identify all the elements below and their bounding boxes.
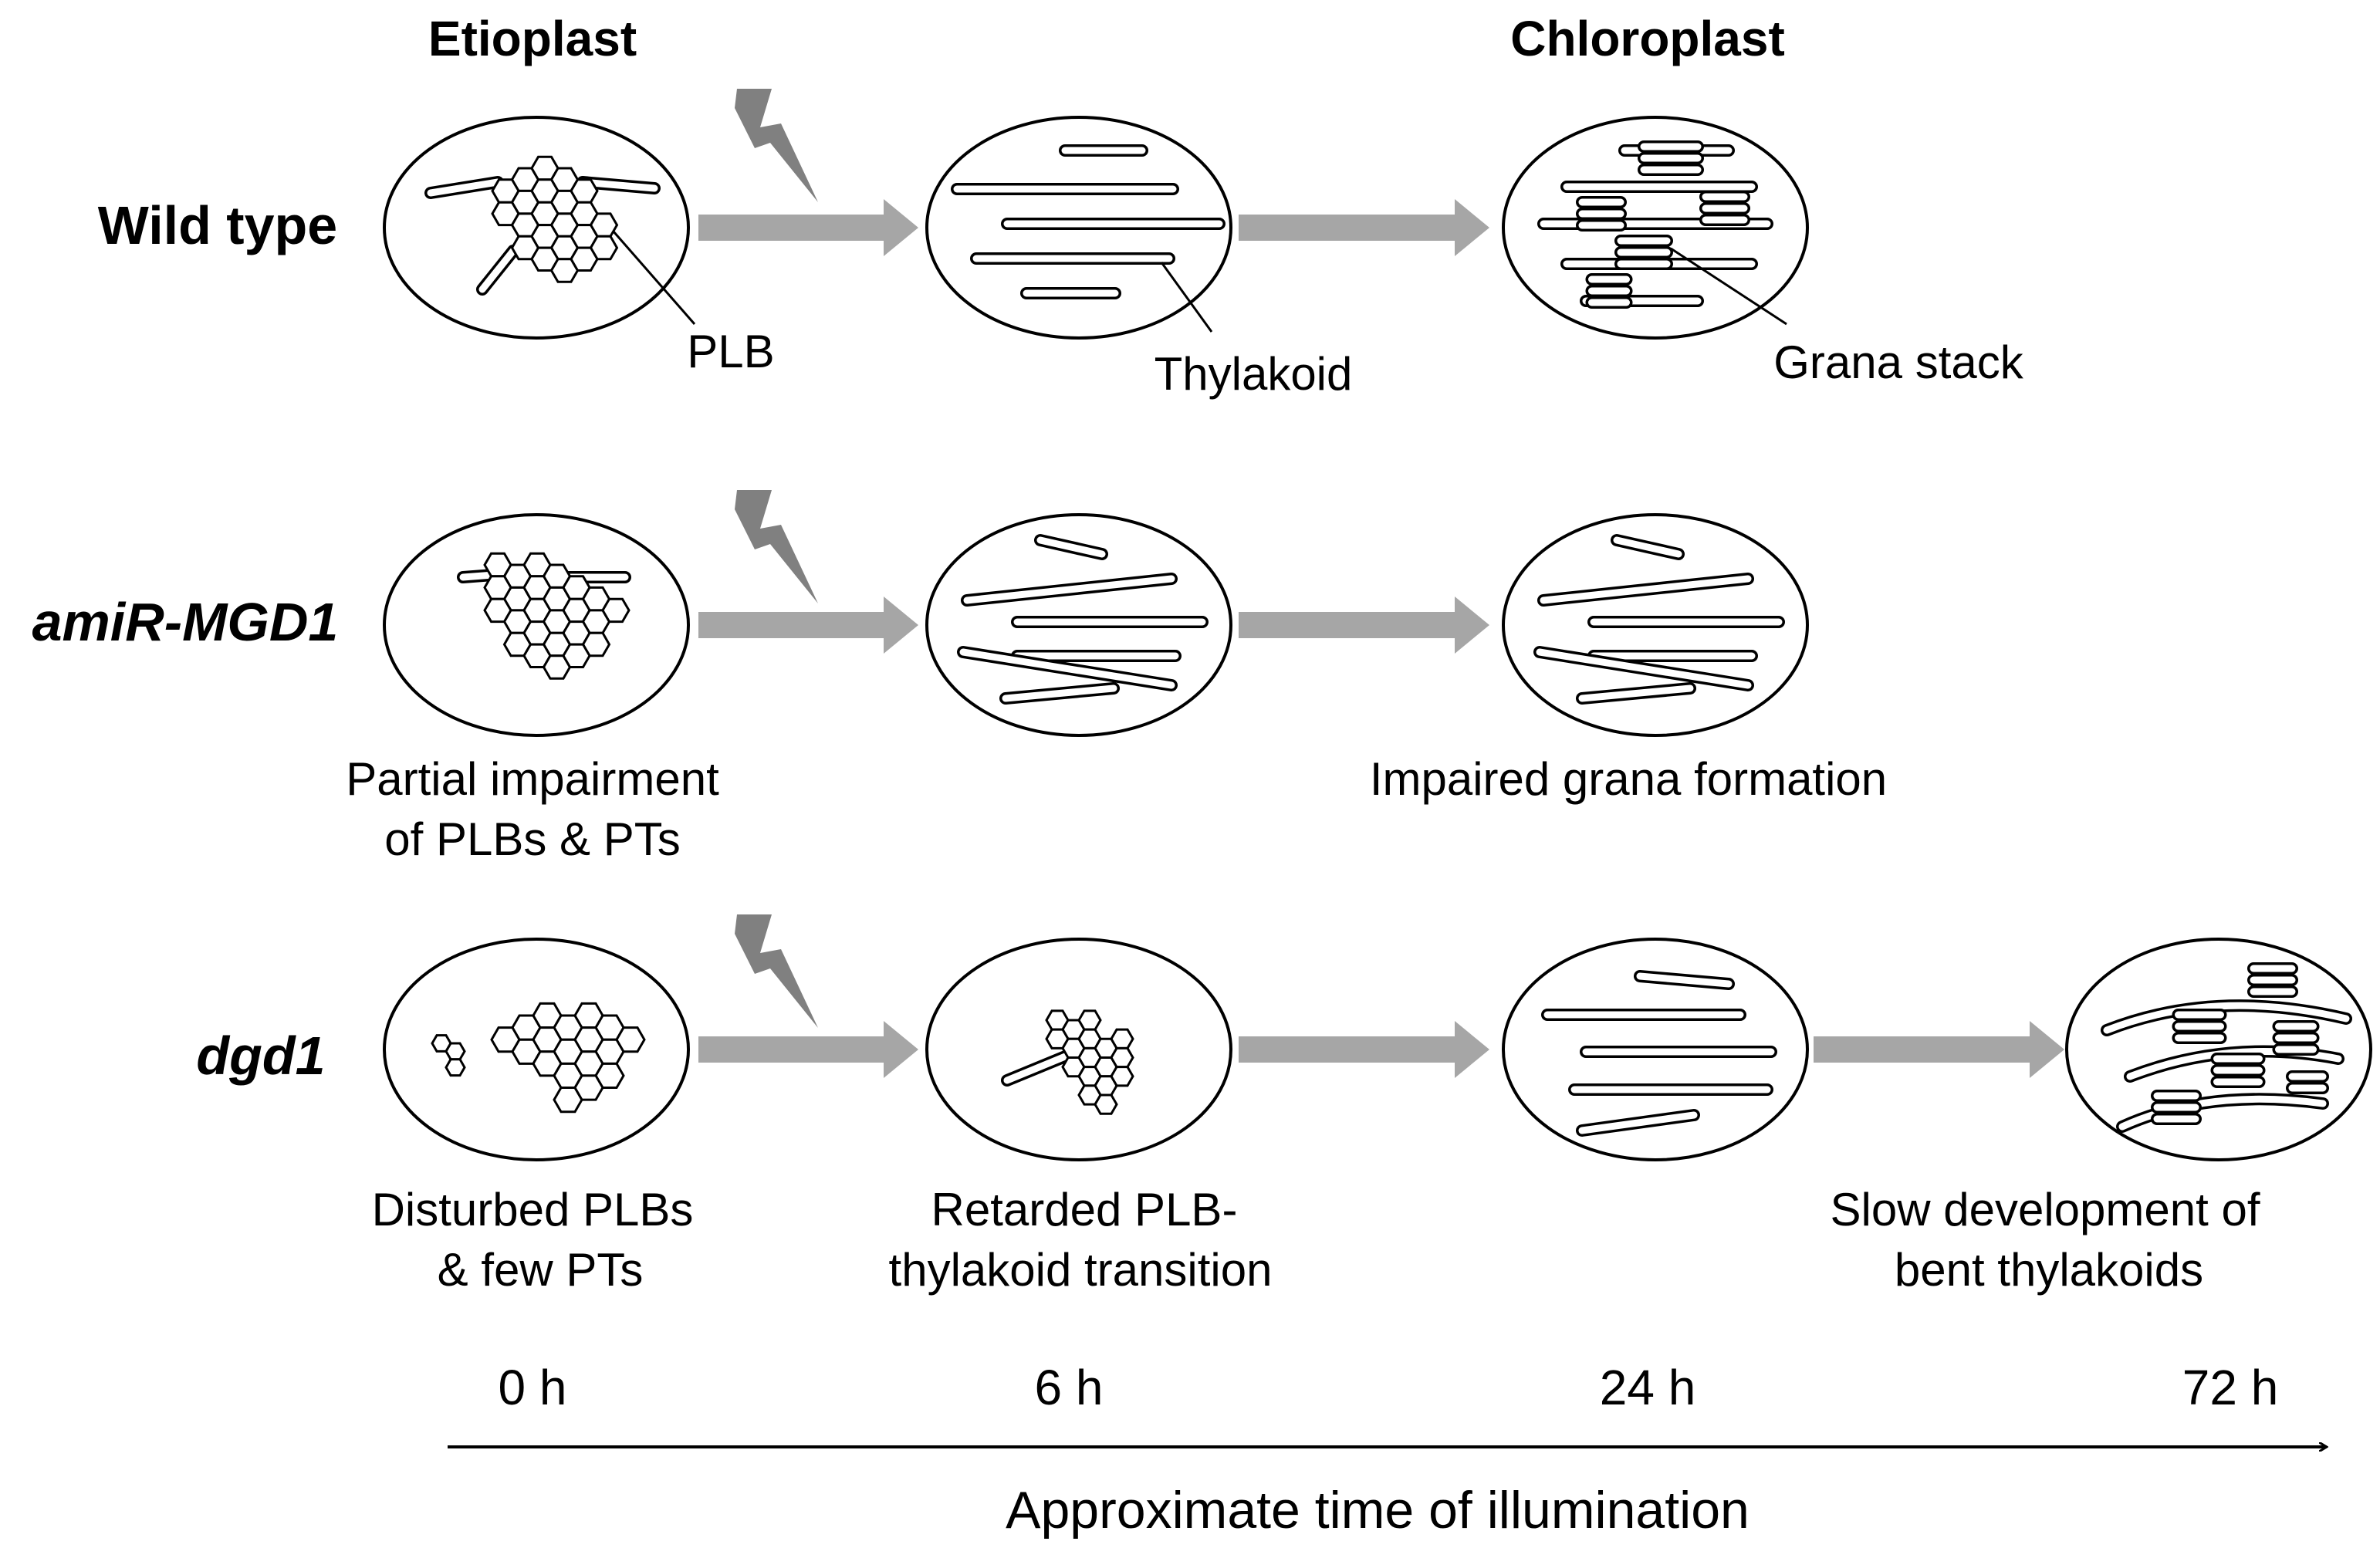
row-label-dgd1: dgd1 <box>196 1026 325 1086</box>
plb-hexagon <box>1110 1066 1134 1087</box>
transition-arrow <box>698 1021 918 1078</box>
transition-arrow <box>1239 597 1489 654</box>
membrane-tube-lumen <box>1003 1049 1077 1084</box>
plb-hexagon <box>1110 1028 1134 1049</box>
transition-arrow <box>1239 1021 1489 1078</box>
transition-arrow <box>1814 1021 2064 1078</box>
membrane-tube-lumen <box>963 575 1175 604</box>
membrane-tube-lumen <box>1536 648 1752 689</box>
transition-arrow <box>1239 199 1489 256</box>
plb-leader-line <box>612 231 696 325</box>
thylakoid-leader-line <box>1160 262 1213 333</box>
plb-hexagon <box>601 597 630 624</box>
caption-amir-chloroplast: Impaired grana formation <box>1370 753 1887 805</box>
row-label-wild-type: Wild type <box>98 195 338 255</box>
plb-label: PLB <box>687 326 774 377</box>
caption-dgd-0h-line1: Disturbed PLBs <box>372 1184 694 1235</box>
lightning-icon <box>735 914 818 1028</box>
membrane-tube-lumen <box>1578 1111 1698 1134</box>
membrane-tube-lumen <box>478 247 517 293</box>
caption-dgd-6h-line2: thylakoid transition <box>889 1244 1273 1296</box>
membrane-tube-lumen <box>579 178 658 192</box>
caption-amir-etioplast-line1: Partial impairment <box>346 753 719 805</box>
lightning-icon <box>735 89 818 202</box>
membrane-tube-lumen <box>1636 972 1733 988</box>
transition-arrow <box>698 597 918 654</box>
thylakoid-label: Thylakoid <box>1155 348 1353 400</box>
membrane-tube-lumen <box>1613 536 1682 558</box>
time-tick-24h: 24 h <box>1600 1360 1696 1415</box>
plb-hexagon <box>570 246 599 272</box>
grana-leader-line <box>1670 247 1787 326</box>
row-label-amir-mgd1: amiR-MGD1 <box>32 592 339 652</box>
time-tick-72h: 72 h <box>2182 1360 2279 1415</box>
lightning-icon <box>735 490 818 603</box>
membrane-tube-lumen <box>1036 536 1106 558</box>
plastid-internal-structures <box>424 140 2352 1137</box>
etioplast-header: Etioplast <box>428 11 637 66</box>
caption-dgd-72h-line2: bent thylakoids <box>1895 1244 2203 1296</box>
plb-hexagon <box>615 1026 646 1053</box>
time-tick-0h: 0 h <box>499 1360 567 1415</box>
caption-dgd-6h-line1: Retarded PLB- <box>931 1184 1238 1235</box>
membrane-tube-lumen <box>959 648 1175 689</box>
time-axis-label: Approximate time of illumination <box>1006 1481 1750 1540</box>
membrane-tube-lumen <box>1002 684 1117 702</box>
plb-hexagon <box>573 1074 604 1101</box>
membrane-tube-lumen <box>1578 684 1694 702</box>
plb-hexagon <box>562 643 591 668</box>
plb-hexagon <box>570 178 599 204</box>
time-tick-6h: 6 h <box>1035 1360 1104 1415</box>
plb-hexagon <box>1094 1093 1118 1115</box>
membrane-tube-lumen <box>427 178 502 197</box>
plb-hexagon-small <box>445 1042 466 1061</box>
caption-dgd-0h-line2: & few PTs <box>438 1244 644 1296</box>
chloroplast-header: Chloroplast <box>1510 11 1785 66</box>
plb-hexagon <box>1077 1009 1102 1031</box>
bent-thylakoid-lumen <box>2103 1002 2350 1034</box>
caption-amir-etioplast-line2: of PLBs & PTs <box>384 813 681 865</box>
plb-hexagon-small <box>445 1058 466 1077</box>
transition-arrow <box>698 199 918 256</box>
bent-thylakoid-lumen <box>2118 1095 2327 1131</box>
caption-dgd-72h-line1: Slow development of <box>1831 1184 2260 1235</box>
grana-stack-label: Grana stack <box>1773 336 2023 388</box>
membrane-tube-lumen <box>1540 575 1752 604</box>
plb-hexagon <box>1110 1046 1134 1069</box>
